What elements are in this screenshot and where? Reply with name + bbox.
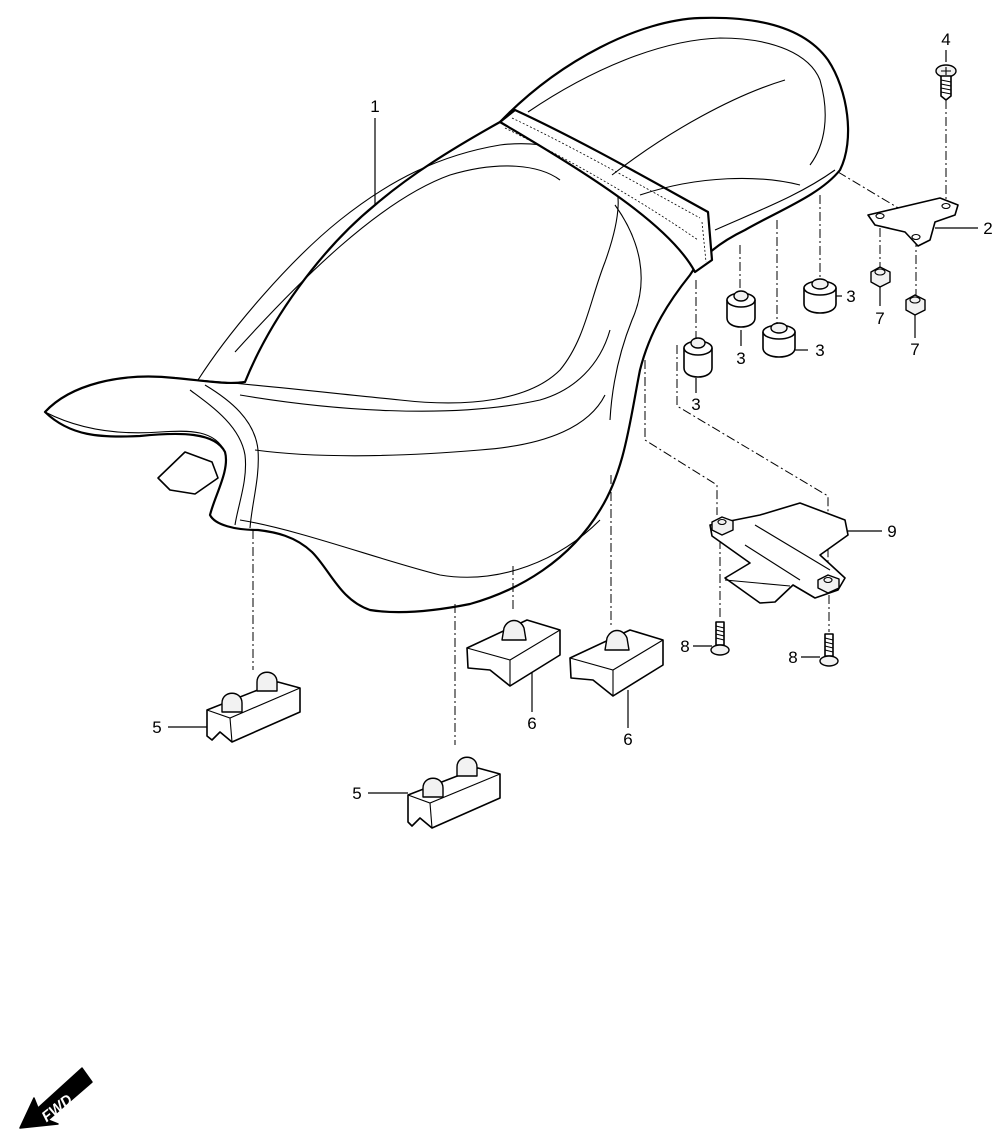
seat-side-curve: [609, 204, 642, 421]
damper-3-c: [762, 322, 796, 358]
callout-5-b: 5: [352, 784, 361, 803]
callout-9: 9: [887, 522, 896, 541]
plate-9-nut-front: [711, 516, 734, 536]
damper-3-a: [683, 337, 713, 378]
bolt-4: [935, 64, 957, 101]
seat-nose-lip: [44, 411, 226, 453]
pillion-contour-3: [639, 177, 801, 196]
callout-5-a: 5: [152, 718, 161, 737]
callout-4: 4: [941, 30, 950, 49]
pillion-contour-1: [527, 37, 826, 166]
block-5-b: [407, 756, 501, 829]
callout-6-b: 6: [623, 730, 632, 749]
callout-8-b: 8: [788, 648, 797, 667]
fwd-arrow-icon: FWD: [19, 1067, 93, 1129]
plate-9-body: [709, 502, 849, 604]
screw-8-a: [710, 621, 730, 656]
plate-9-ribs: [724, 524, 831, 587]
seat-assembly: [43, 16, 850, 614]
seat-front-tab: [157, 451, 219, 495]
callout-7-b: 7: [910, 340, 919, 359]
nut-7-a: [870, 266, 891, 288]
fwd-arrow-shape: [19, 1067, 93, 1129]
strap-stitch-3: [701, 221, 707, 263]
callout-3-d: 3: [846, 287, 855, 306]
seat-front-edge-line: [189, 389, 247, 526]
callout-1: 1: [370, 97, 379, 116]
bolt-4-recess: [941, 67, 951, 75]
bracket-2-hole-1: [875, 212, 885, 220]
pillion-contour-2: [611, 79, 786, 176]
seat-lower-edge-line: [239, 519, 601, 578]
seat-front-edge-line-2: [204, 384, 259, 529]
callout-labels: 1 2 4 3 3 3 3 7 7 9 8 8 5 5 6 6: [152, 30, 992, 803]
block-6-a: [466, 619, 561, 687]
leader-lines: [168, 50, 978, 794]
damper-3-b: [726, 290, 756, 328]
bolt-4-thread: [940, 79, 952, 95]
callout-2: 2: [983, 219, 992, 238]
screw-8-b: [819, 633, 839, 667]
damper-3-d: [803, 278, 837, 314]
plate-9: [709, 502, 849, 604]
callout-6-a: 6: [527, 714, 536, 733]
bracket-2-hole-2: [941, 202, 951, 210]
rider-seat-side-line: [239, 329, 611, 412]
callout-8-a: 8: [680, 637, 689, 656]
strap-stitch-1: [511, 117, 701, 219]
bracket-2-hole-3: [911, 233, 921, 241]
strap-stitch-2: [504, 127, 699, 241]
guide-plate-front: [644, 360, 718, 515]
pillion-contour-4: [714, 169, 836, 231]
rider-seat-inner-line: [234, 165, 561, 353]
callout-3-b: 3: [736, 349, 745, 368]
block-5-a: [206, 671, 301, 743]
bracket-2-body: [867, 197, 959, 247]
callout-7-a: 7: [875, 309, 884, 328]
seat-strap: [498, 108, 714, 274]
callout-3-c: 3: [815, 341, 824, 360]
callout-3-a: 3: [691, 395, 700, 414]
bracket-2: [867, 197, 959, 247]
plate-9-nut-rear: [817, 574, 840, 594]
nut-7-b: [905, 294, 926, 316]
guide-bracket-diag: [837, 171, 906, 213]
seat-side-panel-line: [254, 394, 606, 457]
rider-seat-contour: [197, 143, 619, 404]
block-6-b: [569, 629, 664, 697]
